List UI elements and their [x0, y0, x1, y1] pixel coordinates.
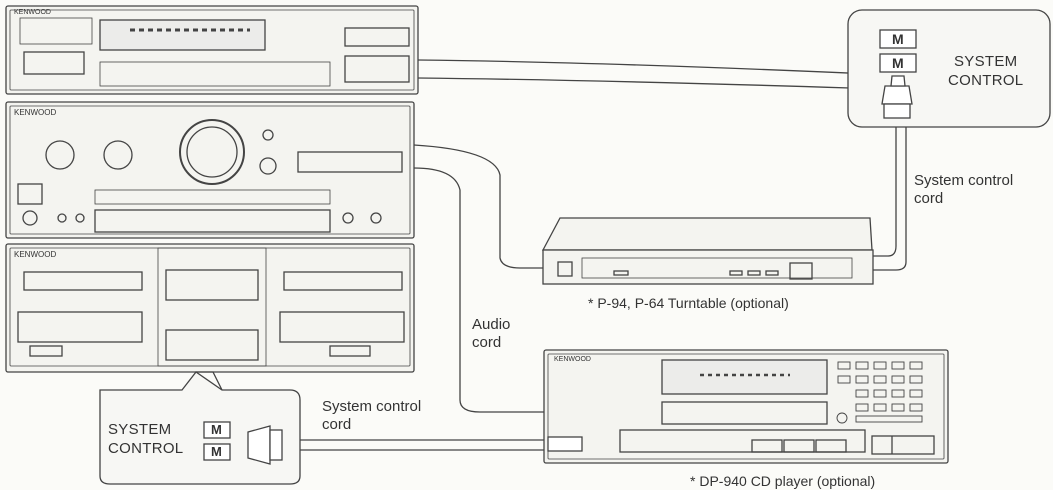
tuner-unit [6, 6, 418, 94]
cassette-deck-unit [6, 244, 414, 390]
system-control-label-bottom: SYSTEM CONTROL [108, 420, 183, 458]
kenwood-logo-cassette: KENWOOD [14, 250, 56, 259]
audio-cord-line1: Audio [472, 316, 510, 334]
turntable-caption: * P-94, P-64 Turntable (optional) [588, 294, 789, 312]
kenwood-logo-cd: KENWOOD [554, 356, 591, 364]
turntable-unit [543, 218, 873, 284]
cd-player-caption: * DP-940 CD player (optional) [690, 472, 875, 490]
system-control-cord-label-bottom: System control cord [322, 398, 421, 434]
jack-mark-top-1: M [892, 30, 904, 48]
jack-mark-bottom-1: M [211, 421, 222, 439]
jack-mark-bottom-2: M [211, 443, 222, 461]
system-control-cord-bottom-line2: cord [322, 416, 421, 434]
amplifier-unit [6, 102, 414, 238]
kenwood-logo-amplifier: KENWOOD [14, 108, 56, 117]
audio-cord-label: Audio cord [472, 316, 510, 352]
system-control-cord-right-line1: System control [914, 172, 1013, 190]
system-control-bottom-line1: SYSTEM [108, 420, 183, 439]
kenwood-logo-tuner: KENWOOD [14, 9, 51, 17]
system-control-cord-bottom-line1: System control [322, 398, 421, 416]
system-control-bottom-line2: CONTROL [108, 439, 183, 458]
system-control-cord-label-right: System control cord [914, 172, 1013, 208]
cd-player-unit [544, 350, 948, 463]
audio-cord-line2: cord [472, 334, 510, 352]
system-control-cord-right-line2: cord [914, 190, 1013, 208]
system-control-top-line1: SYSTEM [948, 52, 1023, 71]
system-control-top-line2: CONTROL [948, 71, 1023, 90]
system-control-label-top: SYSTEM CONTROL [948, 52, 1023, 90]
jack-mark-top-2: M [892, 54, 904, 72]
